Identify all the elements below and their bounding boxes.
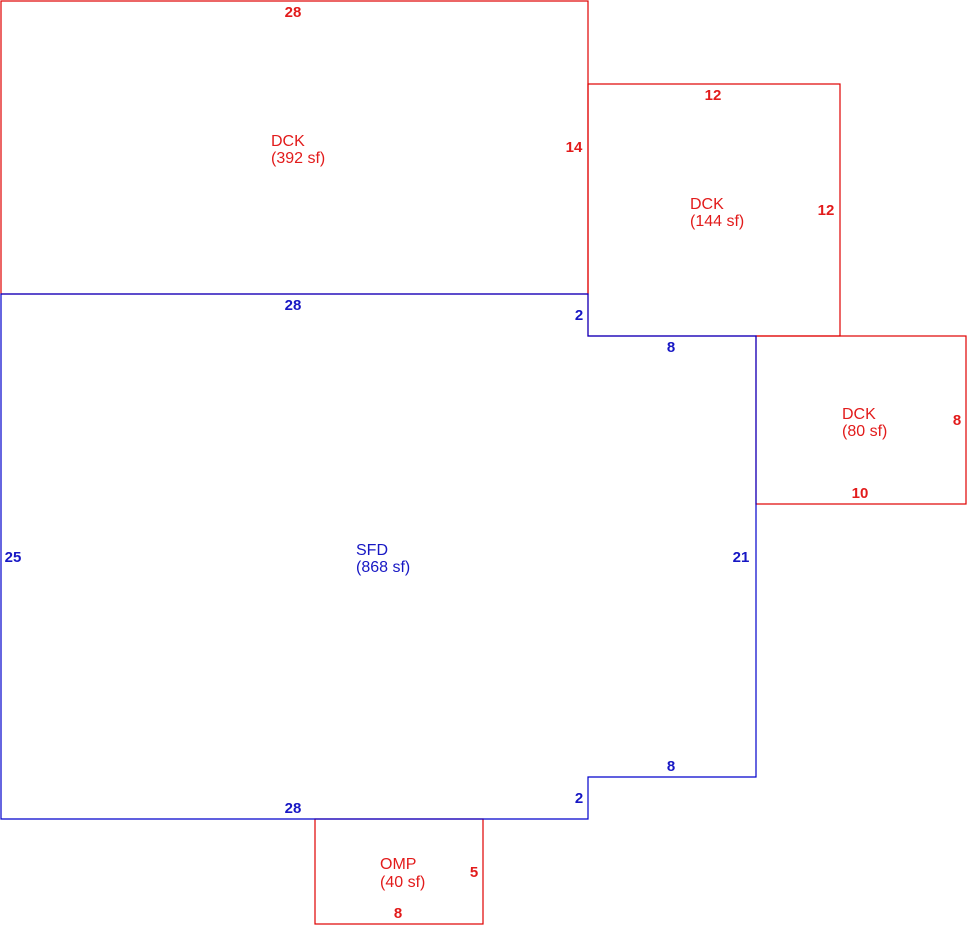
dwelling-notch-top-width-dim: 8 [667,339,675,356]
deck-north-top-dim: 28 [285,4,302,21]
porch-code: OMP [380,856,416,873]
dwelling-bottom-dim: 28 [285,800,302,817]
deck-small-area: (80 sf) [842,423,887,440]
dwelling-area: (868 sf) [356,559,410,576]
deck-small-code: DCK [842,406,876,423]
dwelling-outline [0,293,757,820]
dwelling-notch-bottom-side-dim: 2 [575,790,583,807]
deck-small-bottom-dim: 10 [852,485,869,502]
deck-small-right-dim: 8 [953,412,961,429]
deck-north-code: DCK [271,133,305,150]
dwelling-left-dim: 25 [5,549,22,566]
deck-east-right-dim: 12 [818,202,835,219]
porch-right-dim: 5 [470,864,478,881]
deck-east-area: (144 sf) [690,213,744,230]
dwelling-code: SFD [356,542,388,559]
dwelling-notch-top-side-dim: 2 [575,307,583,324]
dwelling-notch-bottom-width-dim: 8 [667,758,675,775]
deck-east-top-dim: 12 [705,87,722,104]
dwelling-top-dim: 28 [285,297,302,314]
porch-bottom-dim: 8 [394,905,402,922]
deck-north-right-dim: 14 [566,139,583,156]
dwelling-right-dim: 21 [733,549,750,566]
deck-east-code: DCK [690,196,724,213]
deck-north-area: (392 sf) [271,150,325,167]
porch-area: (40 sf) [380,874,425,891]
